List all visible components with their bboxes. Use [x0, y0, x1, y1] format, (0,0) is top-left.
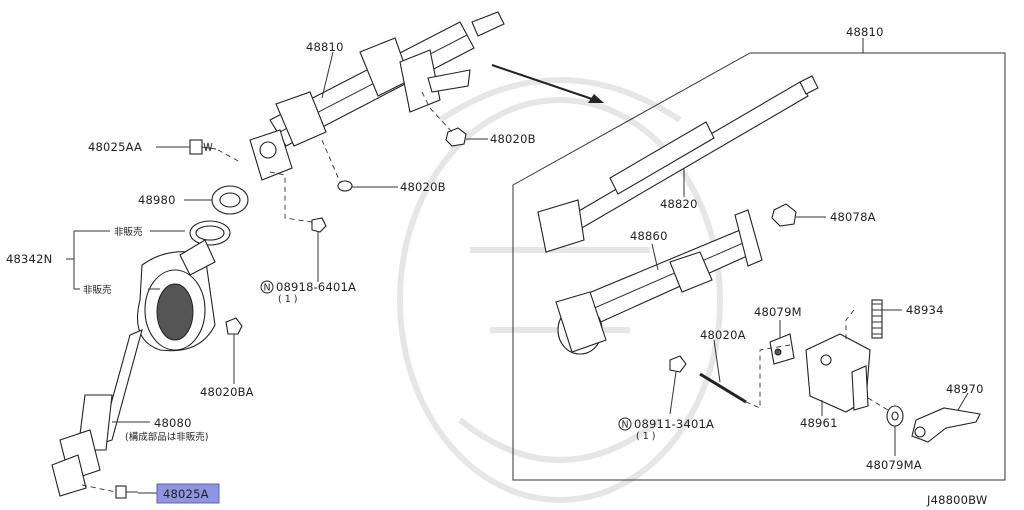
- bolt-48025A: [115, 485, 138, 499]
- label-48020A: 48020A: [700, 328, 746, 342]
- label-48020B-mid: 48020B: [400, 180, 446, 194]
- callout-labels: 48810 48810 48025AA 48020B 48020B 48980 …: [6, 25, 987, 507]
- ring-48980: [211, 185, 249, 215]
- label-48860: 48860: [630, 229, 668, 243]
- nut-08918: [311, 217, 327, 233]
- nut-48020B-top: [445, 127, 467, 147]
- label-08918: 08918-6401A: [276, 280, 356, 294]
- plate-48079M: [769, 333, 795, 365]
- label-nonsale-top: 非販売: [114, 226, 143, 238]
- nut-48020BA: [225, 317, 243, 335]
- column-tube-48860: [555, 209, 763, 355]
- label-48079M: 48079M: [754, 305, 802, 319]
- right-leader-lines: [651, 168, 969, 456]
- shaft-48080: [51, 329, 143, 497]
- subassembly-frame: [512, 38, 1006, 481]
- spring-48934: [871, 299, 883, 339]
- bracket-48961: [805, 333, 871, 413]
- watermark-emblem: [397, 77, 723, 503]
- label-48810-right: 48810: [846, 25, 884, 39]
- label-08911: 08911-3401A: [634, 417, 714, 431]
- column-tube-left: [249, 11, 505, 181]
- shaft-48820: [537, 75, 819, 253]
- nut-symbol-08911: N: [618, 417, 632, 431]
- label-48080-note: (構成部品は非販売): [125, 431, 208, 443]
- washer-48079MA: [886, 405, 904, 427]
- label-48025AA: 48025AA: [88, 140, 142, 154]
- label-48078A: 48078A: [830, 210, 876, 224]
- nut-symbol-08918: N: [260, 280, 274, 294]
- clamp: [189, 220, 231, 246]
- svg-text:N: N: [622, 420, 629, 431]
- nut-48078A: [771, 203, 797, 227]
- label-48934: 48934: [906, 303, 944, 317]
- direction-arrow: [491, 64, 604, 103]
- label-48980: 48980: [138, 193, 176, 207]
- left-leader-lines: [66, 51, 488, 494]
- label-48020BA: 48020BA: [200, 385, 254, 399]
- label-08911-qty: ( 1 ): [636, 431, 656, 442]
- nut-08911: [669, 355, 687, 373]
- bolt-48020A: [699, 372, 747, 404]
- svg-text:N: N: [264, 283, 271, 294]
- highlight-48025A: [156, 483, 220, 504]
- right-dashed-guides: [745, 309, 889, 411]
- label-48079MA: 48079MA: [866, 458, 922, 472]
- boot-48342N: [136, 239, 216, 352]
- left-dashed-guides: [81, 91, 453, 493]
- bolt-48025AA: [189, 139, 217, 155]
- nut-48020B-mid: [337, 180, 353, 192]
- lever-48970: [911, 407, 981, 443]
- label-48810-left: 48810: [306, 40, 344, 54]
- label-48342N: 48342N: [6, 252, 52, 266]
- label-48961: 48961: [800, 416, 838, 430]
- label-48020B-top: 48020B: [490, 132, 536, 146]
- label-48820: 48820: [660, 197, 698, 211]
- label-08918-qty: ( 1 ): [278, 294, 298, 305]
- drawing-code: J48800BW: [926, 493, 987, 507]
- label-48970: 48970: [946, 382, 984, 396]
- label-nonsale-bottom: 非販売: [83, 284, 112, 296]
- label-48025A: 48025A: [163, 487, 209, 501]
- label-48080: 48080: [154, 416, 192, 430]
